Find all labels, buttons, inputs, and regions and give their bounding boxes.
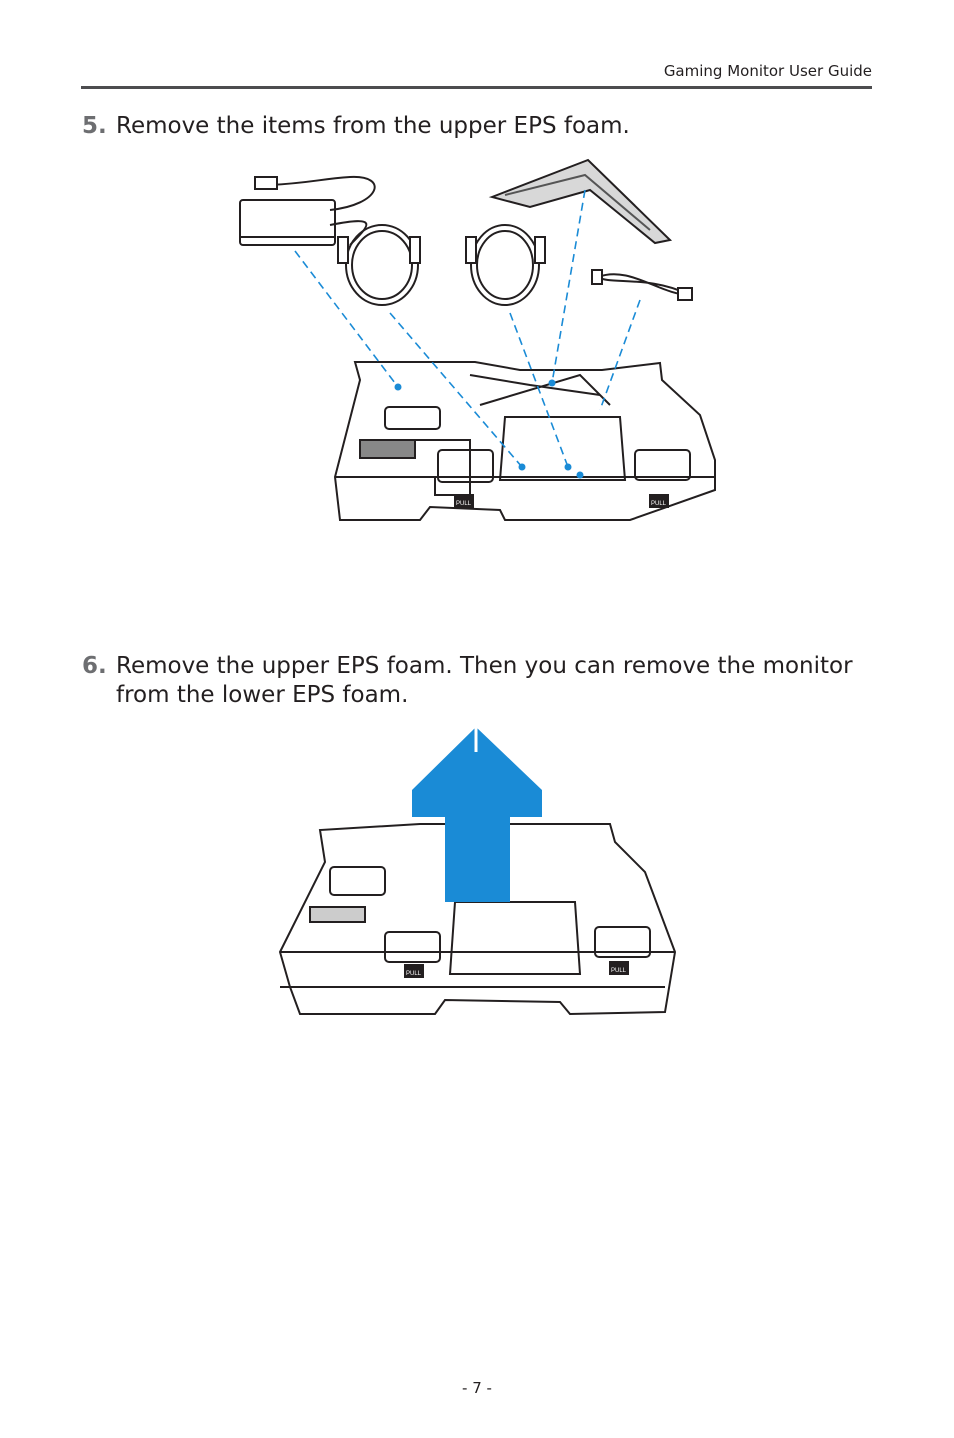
dp-cable-icon (337, 224, 421, 306)
pull-tab-label: PULL (456, 501, 472, 507)
step-text: Remove the items from the upper EPS foam… (116, 113, 630, 139)
power-cord-icon (591, 269, 693, 301)
step-6: 6. Remove the upper EPS foam. Then you c… (82, 652, 882, 710)
pull-tab-label: PULL (611, 968, 627, 974)
pull-tab-label: PULL (406, 971, 422, 977)
upper-eps-foam (333, 361, 716, 521)
step-number: 6. (82, 653, 107, 679)
step-6-illustration: PULL PULL (278, 727, 677, 1016)
header-rule (81, 86, 872, 89)
step-text: Remove the upper EPS foam. Then you can … (116, 653, 853, 708)
page-number: - 7 - (462, 1379, 492, 1397)
up-arrow-icon (412, 727, 542, 902)
step-number: 5. (82, 113, 107, 139)
usb-cable-icon (465, 224, 546, 306)
step-5-illustration: PULL PULL (239, 158, 716, 521)
power-adapter-icon (239, 175, 376, 246)
running-header: Gaming Monitor User Guide (663, 62, 872, 80)
pull-tab-label: PULL (651, 501, 667, 507)
lower-eps-foam (278, 823, 677, 1016)
stand-base-icon (488, 158, 673, 245)
step-5: 5. Remove the items from the upper EPS f… (82, 112, 882, 141)
